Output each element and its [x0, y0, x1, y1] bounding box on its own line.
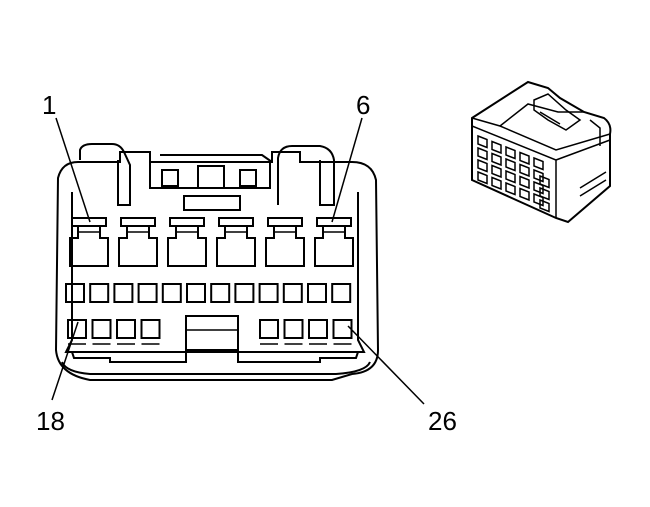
bottom-center-key — [185, 315, 239, 351]
small-cavity — [283, 319, 304, 345]
iso-cavity-grid — [477, 134, 550, 213]
iso-cavity — [477, 170, 488, 185]
small-cavity — [91, 319, 112, 345]
iso-cavity — [505, 181, 516, 196]
pin-label-6: 6 — [356, 90, 370, 120]
iso-cavity — [505, 157, 516, 172]
iso-latch — [533, 93, 601, 146]
large-cavity — [69, 217, 109, 267]
iso-cavity — [519, 163, 530, 178]
callouts: 1 6 18 26 — [36, 90, 457, 436]
iso-cavity — [491, 176, 502, 191]
large-cavity — [118, 217, 158, 267]
top-key-slot-right — [239, 169, 257, 187]
iso-cavity — [533, 192, 544, 207]
small-cavity — [234, 283, 255, 303]
iso-cavity — [519, 187, 530, 202]
iso-cavity — [505, 169, 516, 184]
leader-pin-6 — [331, 117, 363, 223]
top-key — [149, 154, 273, 189]
connector-face-view — [54, 143, 380, 381]
left-latch — [79, 143, 131, 206]
large-cavity — [216, 217, 256, 267]
small-cavity — [331, 283, 352, 303]
iso-side-slot — [579, 171, 607, 197]
iso-cavity — [539, 198, 550, 213]
large-cavity — [314, 217, 354, 267]
center-window — [183, 195, 241, 211]
small-cavity — [161, 283, 182, 303]
small-cavity — [259, 319, 279, 345]
connector-isometric-view — [471, 80, 612, 224]
iso-cavity — [539, 186, 550, 201]
iso-body-outline — [471, 80, 612, 224]
small-cavity — [210, 283, 231, 303]
small-cavity — [140, 319, 161, 345]
small-cavity — [308, 319, 328, 345]
iso-top-face — [471, 103, 611, 151]
small-cavity — [258, 283, 279, 303]
large-cavity — [265, 217, 305, 267]
small-cavity — [116, 319, 136, 345]
iso-cavity — [539, 174, 550, 189]
iso-cavity — [491, 140, 502, 155]
iso-cavity — [519, 151, 530, 166]
small-cavity — [307, 283, 327, 303]
small-cavity — [89, 283, 110, 303]
leader-pin-26 — [347, 325, 425, 405]
bottom-lip — [61, 361, 371, 375]
large-cavity-row — [69, 217, 354, 267]
iso-cavity — [533, 168, 544, 183]
connector-outer-body — [54, 151, 380, 381]
leader-pin-18 — [51, 321, 79, 401]
iso-cavity — [533, 180, 544, 195]
small-cavity — [186, 283, 206, 303]
top-key-slot-left — [161, 169, 179, 187]
small-cavity — [282, 283, 303, 303]
iso-cavity — [533, 156, 544, 171]
right-latch — [277, 145, 335, 206]
small-cavity-row-2 — [67, 319, 353, 345]
small-cavity — [65, 283, 85, 303]
iso-cavity — [505, 145, 516, 160]
leader-pin-1 — [55, 117, 91, 223]
iso-cavity — [477, 158, 488, 173]
bottom-rail — [71, 350, 359, 363]
small-cavity-row-1 — [65, 283, 352, 303]
iso-cavity — [519, 175, 530, 190]
connector-inner-outline — [64, 192, 366, 353]
iso-cavity — [491, 152, 502, 167]
large-cavity — [167, 217, 207, 267]
iso-cavity — [477, 146, 488, 161]
iso-cavity — [477, 134, 488, 149]
iso-cavity — [491, 164, 502, 179]
small-cavity — [137, 283, 158, 303]
small-cavity — [113, 283, 134, 303]
pin-label-26: 26 — [428, 406, 457, 436]
pin-label-18: 18 — [36, 406, 65, 436]
iso-front-face — [471, 125, 611, 218]
small-cavity — [332, 319, 353, 345]
top-key-slot-center — [197, 165, 225, 189]
pin-label-1: 1 — [42, 90, 56, 120]
